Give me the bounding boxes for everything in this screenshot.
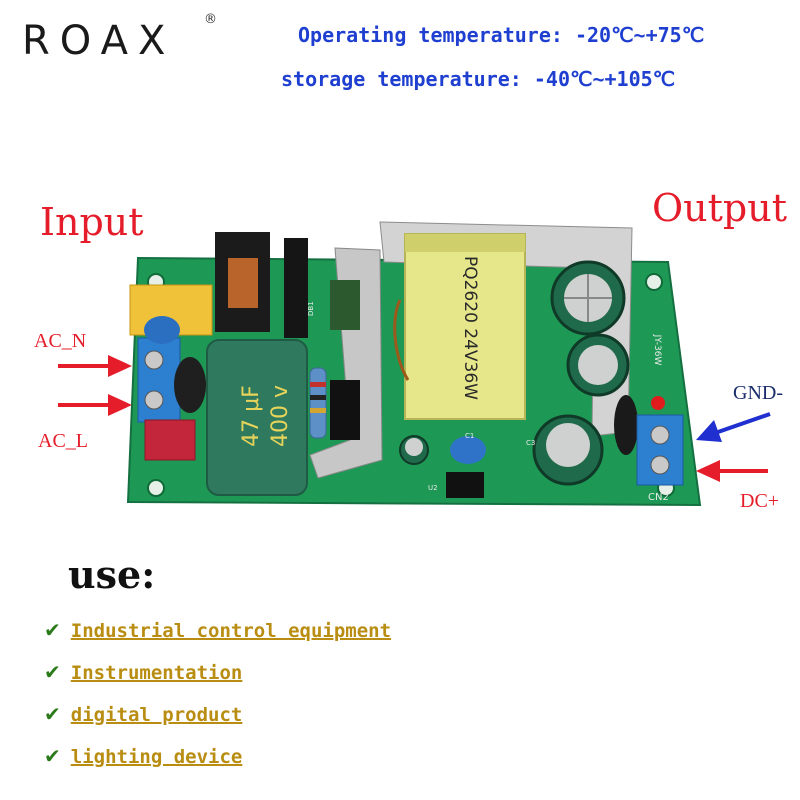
- check-icon: ✔: [44, 702, 61, 726]
- registered-mark: ®: [204, 12, 217, 27]
- bulk-capacitor: [206, 339, 308, 496]
- operating-temperature: Operating temperature: -20℃~+75℃: [298, 23, 705, 47]
- use-heading: use:: [68, 552, 156, 597]
- check-icon: ✔: [44, 744, 61, 768]
- red-capacitor: [144, 419, 196, 461]
- capacitor-voltage: 400 v: [268, 385, 293, 447]
- output-label: Output: [652, 186, 787, 230]
- db1-label: DB1: [307, 301, 315, 316]
- check-icon: ✔: [44, 618, 61, 642]
- mounting-hole: [147, 479, 165, 497]
- use-item: ✔digital product: [44, 702, 243, 726]
- input-terminal: [137, 337, 181, 423]
- transformer: [404, 233, 526, 420]
- cn2-label: CN2: [648, 492, 669, 503]
- transformer-label: PQ2620 24V36W: [460, 256, 480, 400]
- ac-l-arrow: [58, 394, 132, 416]
- check-icon: ✔: [44, 660, 61, 684]
- use-item: ✔lighting device: [44, 744, 243, 768]
- c1-label: C1: [465, 432, 474, 440]
- ic-u2: [446, 472, 484, 498]
- mounting-hole: [645, 273, 663, 291]
- ac-n-arrow: [58, 355, 132, 377]
- u2-label: U2: [428, 484, 438, 492]
- gnd-label: GND-: [733, 382, 783, 404]
- storage-temperature: storage temperature: -40℃~+105℃: [281, 67, 676, 91]
- ac-l-label: AC_L: [38, 430, 88, 452]
- dc-plus-arrow: [696, 460, 768, 482]
- gnd-arrow: [696, 412, 771, 442]
- ac-n-label: AC_N: [34, 330, 87, 352]
- brand-logo: ROAX: [22, 18, 176, 64]
- pcb-board-image: 47 μF 400 v PQ2620 24V36W U2 DB1 C1 C3 J…: [58, 221, 771, 507]
- capacitor-value: 47 μF: [239, 385, 264, 447]
- use-item: ✔Industrial control equipment: [44, 618, 392, 642]
- c3-label: C3: [526, 439, 535, 447]
- model-label: JY-36W: [652, 334, 662, 366]
- dc-plus-label: DC+: [740, 490, 780, 512]
- use-item: ✔Instrumentation: [44, 660, 243, 684]
- input-label: Input: [40, 200, 144, 244]
